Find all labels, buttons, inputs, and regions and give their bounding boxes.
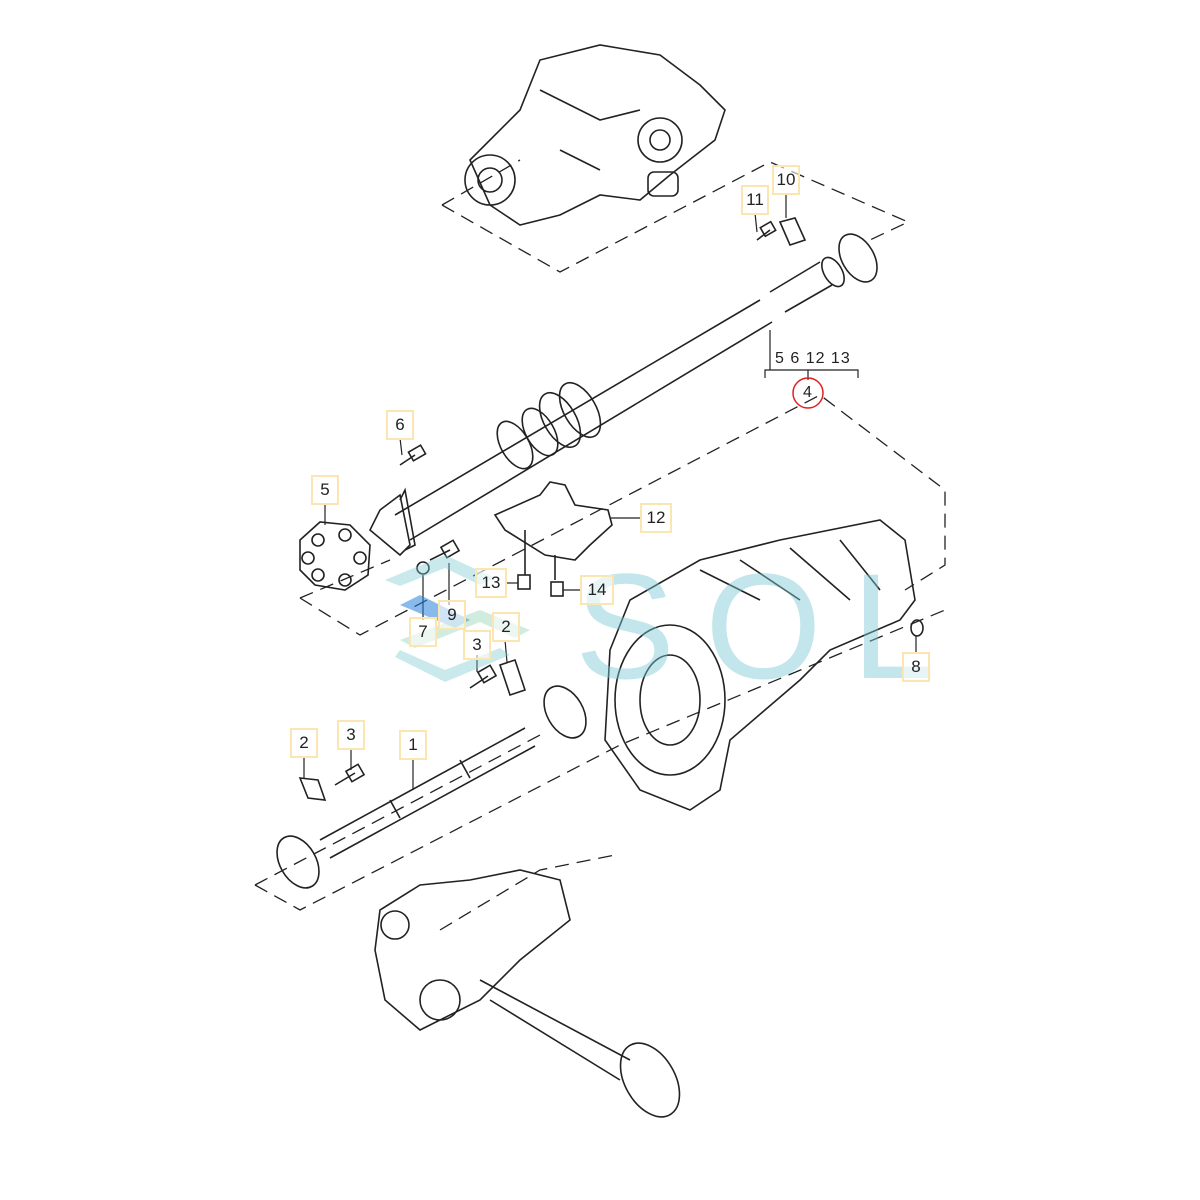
callout-14: 14 [580, 575, 614, 605]
group-callout-assembly: 4 [803, 384, 813, 401]
callout-5: 5 [311, 475, 339, 505]
callout-3-lower: 3 [337, 720, 365, 750]
watermark-text: SOL [575, 542, 966, 710]
callout-7: 7 [409, 617, 437, 647]
front-differential [374, 869, 681, 1118]
callout-1: 1 [399, 730, 427, 760]
rear-propeller-shaft [369, 233, 878, 557]
flex-disc [299, 521, 371, 591]
bolts [298, 217, 924, 801]
front-propeller-shaft [276, 685, 587, 889]
group-callout-members: 5 6 12 13 [775, 350, 851, 367]
callout-3-upper: 3 [463, 630, 491, 660]
rear-differential [464, 44, 726, 226]
transmission [604, 519, 916, 811]
callout-13: 13 [475, 568, 507, 598]
dashed-outlines [254, 159, 946, 931]
callout-11: 11 [741, 185, 769, 215]
callout-9: 9 [438, 600, 466, 630]
callout-12: 12 [640, 503, 672, 533]
callout-2-lower: 2 [290, 728, 318, 758]
callout-8: 8 [902, 652, 930, 682]
callout-2-upper: 2 [492, 612, 520, 642]
callout-10: 10 [772, 165, 800, 195]
highlight-circle [792, 377, 824, 409]
callout-6: 6 [386, 410, 414, 440]
